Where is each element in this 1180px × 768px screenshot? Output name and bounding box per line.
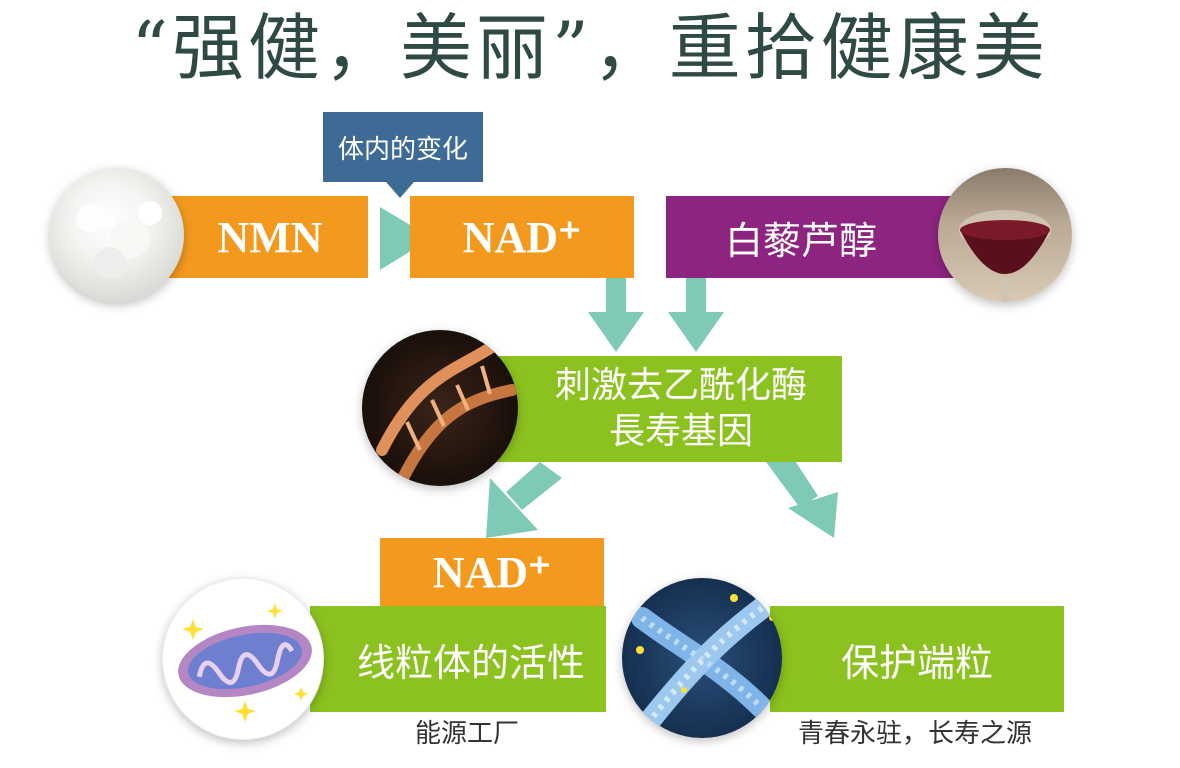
telomere-box: 保护端粒 bbox=[770, 606, 1064, 712]
resveratrol-label: 白藜芦醇 bbox=[724, 218, 877, 263]
mitochondria-box: 线粒体的活性 bbox=[310, 606, 606, 712]
arrow-sirtuin-to-telomere bbox=[766, 450, 838, 538]
page-title: “强健，美丽”，重拾健康美 bbox=[131, 6, 1049, 90]
dna-helix-icon bbox=[362, 330, 518, 486]
nad-bottom-label: NAD⁺ bbox=[432, 547, 552, 597]
nad-top-box: NAD⁺ bbox=[410, 196, 634, 278]
nmn-box: NMN bbox=[160, 196, 368, 278]
sirtuin-label-line1: 刺激去乙酰化酶 bbox=[554, 365, 807, 406]
powder-icon bbox=[50, 168, 184, 302]
wine-glass-icon bbox=[938, 168, 1072, 302]
nmn-label: NMN bbox=[217, 212, 323, 262]
callout-label: 体内的变化 bbox=[337, 134, 468, 165]
arrow-nad-to-sirtuin bbox=[588, 278, 644, 352]
resveratrol-box: 白藜芦醇 bbox=[666, 196, 966, 278]
callout-body-change: 体内的变化 bbox=[323, 112, 483, 182]
arrow-sirtuin-to-mitochondria bbox=[486, 462, 562, 538]
sparkle-icon bbox=[182, 603, 308, 722]
arrow-nmn-to-nad bbox=[380, 207, 432, 270]
nad-bottom-box: NAD⁺ bbox=[380, 538, 604, 606]
chromosome-icon bbox=[622, 578, 782, 738]
nad-top-label: NAD⁺ bbox=[462, 212, 582, 262]
caption-youth-longevity: 青春永驻，长寿之源 bbox=[798, 719, 1033, 749]
telomere-label: 保护端粒 bbox=[840, 640, 993, 685]
arrow-resveratrol-to-sirtuin bbox=[668, 278, 724, 352]
sirtuin-box: 刺激去乙酰化酶 長寿基因 bbox=[480, 356, 842, 462]
sirtuin-label-line2: 長寿基因 bbox=[608, 411, 753, 452]
mitochondria-label: 线粒体的活性 bbox=[356, 640, 585, 685]
caption-energy-factory: 能源工厂 bbox=[415, 719, 520, 749]
mitochondria-icon bbox=[162, 578, 324, 740]
